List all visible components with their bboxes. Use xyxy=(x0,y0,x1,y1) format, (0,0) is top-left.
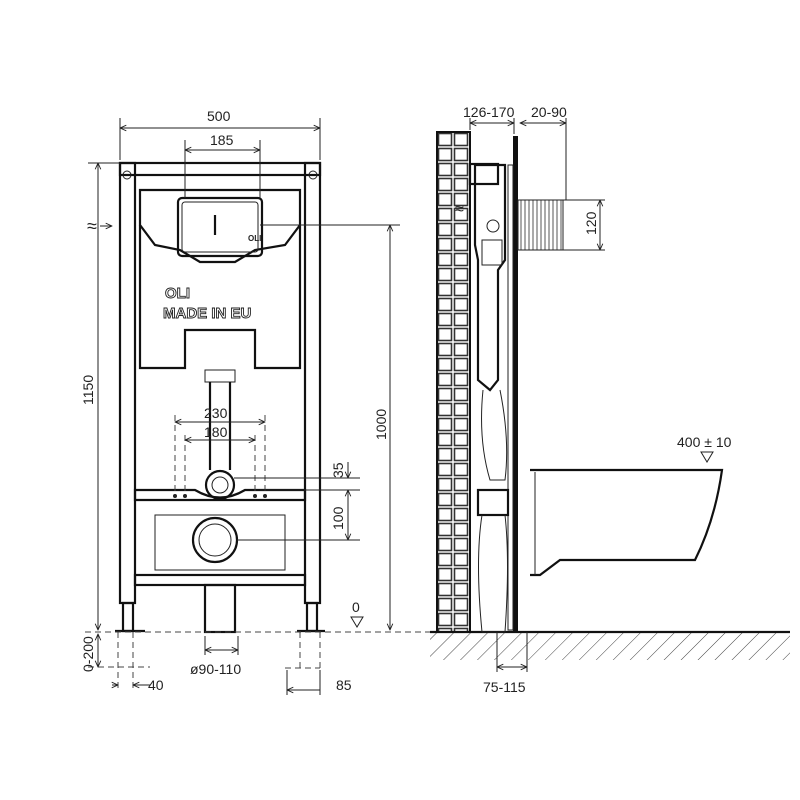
cistern-top xyxy=(138,188,302,264)
drain-pipe xyxy=(203,583,237,634)
cistern-side xyxy=(473,163,507,392)
toilet-bowl xyxy=(530,468,724,577)
cistern-brand-small: OLI xyxy=(248,234,261,243)
floor-level-label: 0 xyxy=(352,599,360,615)
bottom-crossbar xyxy=(133,573,307,587)
front-panel xyxy=(513,136,518,631)
dim-leg-width: 40 xyxy=(148,677,164,693)
dim-depth: 126-170 xyxy=(463,104,515,120)
dim-outlet-offset: 75-115 xyxy=(483,679,526,695)
dim-plate-width: 185 xyxy=(210,132,234,148)
right-rail xyxy=(303,161,322,605)
dim-35: 35 xyxy=(330,462,346,478)
dim-100: 100 xyxy=(330,506,346,530)
dim-width: 500 xyxy=(207,108,231,124)
drain-connector xyxy=(191,516,239,564)
made-in-eu-label: MADE IN EU xyxy=(163,305,251,322)
seat-level-triangle-icon xyxy=(700,451,714,463)
left-rail xyxy=(118,161,137,605)
dim-wall-finish: 20-90 xyxy=(531,104,567,120)
dim-leg-adjust: 0-200 xyxy=(80,636,96,672)
dim-fix-outer: 230 xyxy=(204,405,228,421)
flush-plate-opening xyxy=(176,196,264,258)
water-inlet-wave-icon: ≈ xyxy=(87,216,97,236)
right-leg xyxy=(305,601,319,633)
drain-bend xyxy=(476,488,510,517)
floor-hatch xyxy=(430,632,790,660)
level-triangle-icon xyxy=(350,616,364,628)
dim-foot-width: 85 xyxy=(336,677,352,693)
side-water-inlet-wave-icon: ≈ xyxy=(455,201,464,218)
top-bar xyxy=(118,161,322,177)
cistern-body xyxy=(138,225,302,370)
tiled-wall xyxy=(436,131,471,633)
dim-fix-inner: 180 xyxy=(204,424,228,440)
dim-plate-height: 120 xyxy=(583,211,599,235)
side-view: ≈ 126-170 20-90 120 400 ± 10 75-115 xyxy=(430,104,790,695)
front-view: OLI OLI MADE IN EU ≈ 500 185 1150 1000 xyxy=(80,108,435,695)
flush-plate xyxy=(517,199,564,251)
dim-seat-height: 400 ± 10 xyxy=(677,434,732,450)
flush-outlet xyxy=(204,469,236,501)
dim-outlet-diameter: ø90-110 xyxy=(190,661,241,677)
dim-height: 1150 xyxy=(80,375,96,405)
dim-inlet-height: 1000 xyxy=(373,409,389,440)
brand-logo: OLI xyxy=(165,285,190,302)
left-leg xyxy=(121,601,135,633)
mid-crossbar xyxy=(133,488,307,502)
